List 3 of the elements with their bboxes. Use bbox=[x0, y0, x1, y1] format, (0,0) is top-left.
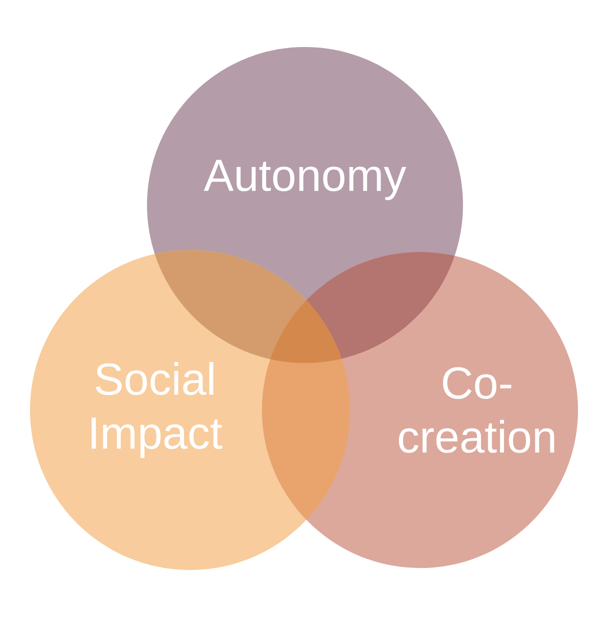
circle-label: Autonomy bbox=[204, 160, 406, 200]
circle-label: Social Impact bbox=[92, 362, 222, 458]
circle-label: Co-creation bbox=[398, 367, 554, 453]
